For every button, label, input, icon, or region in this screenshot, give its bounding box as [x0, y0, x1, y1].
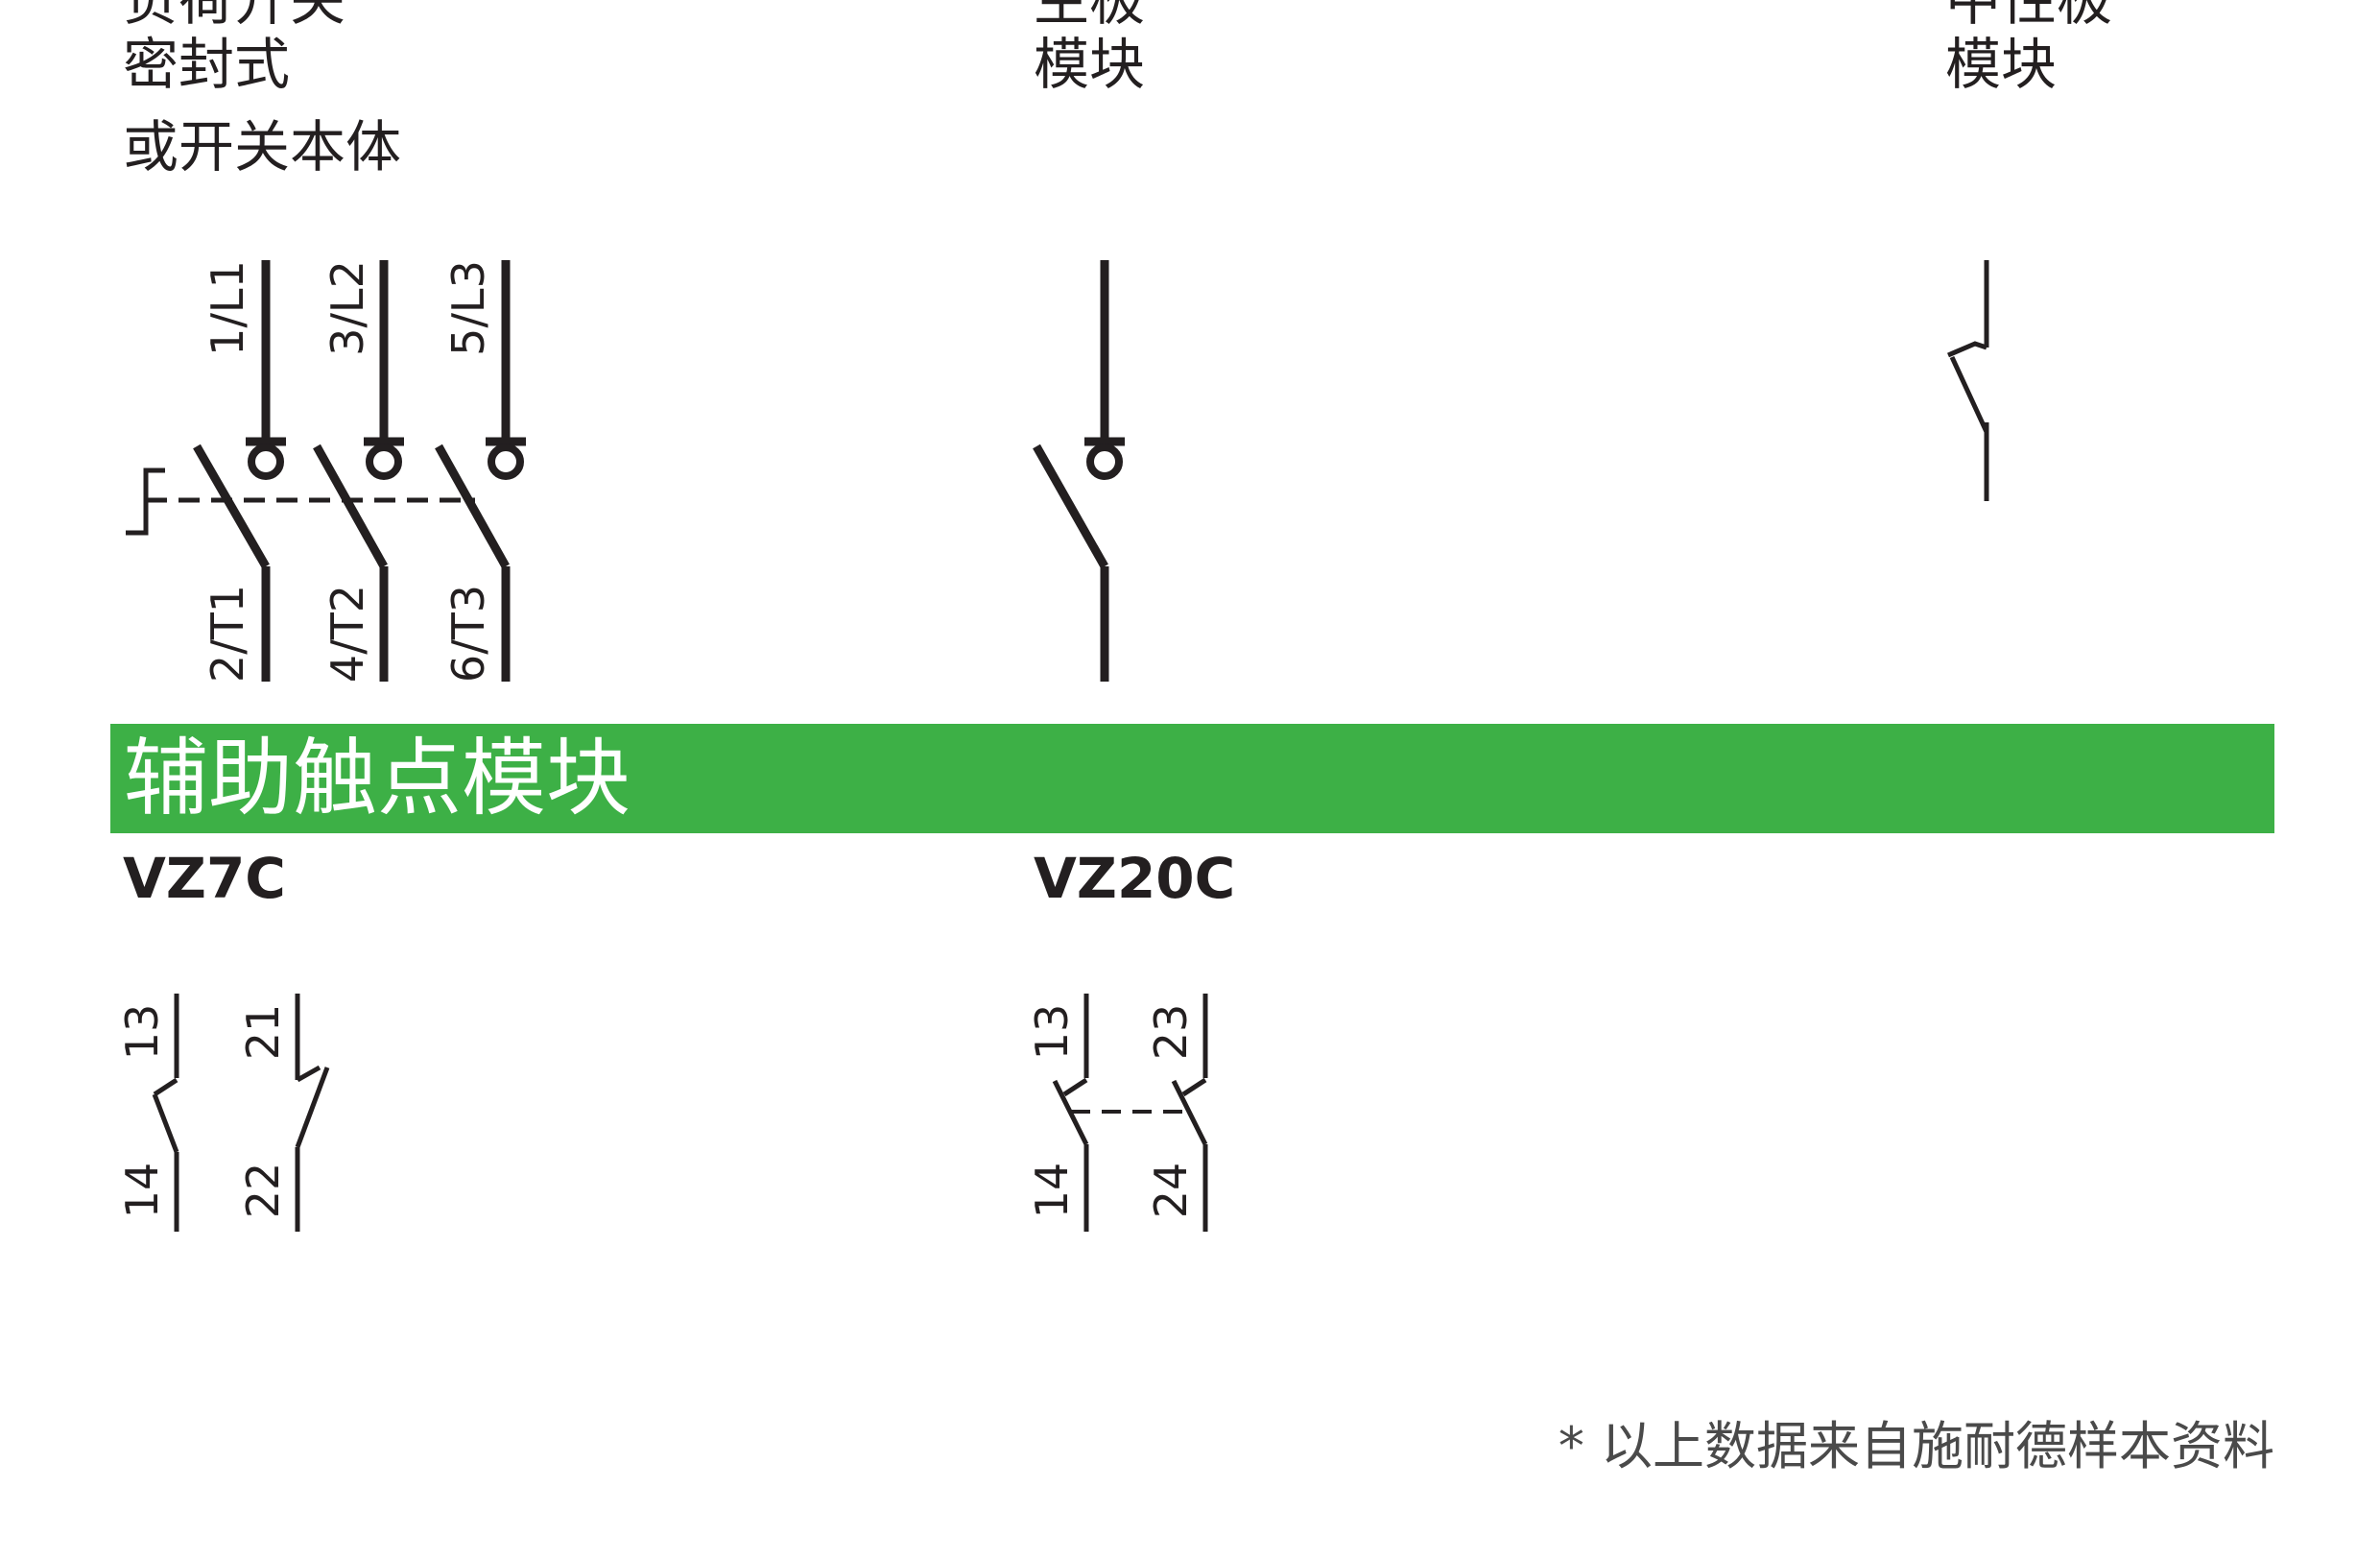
terminal-label-bottom: 6/T3	[442, 585, 494, 683]
three-pole-switch-symbol	[193, 260, 526, 682]
header-col1-line0: 负荷开关	[123, 0, 346, 33]
header-col1-line1: 密封式	[123, 32, 291, 97]
manual-operator-symbol	[126, 468, 475, 536]
model-label-vz20c: VZ20C	[1034, 846, 1236, 911]
aux-terminal-labels: 13 14 21 22 13 14 23 24	[116, 1004, 1197, 1219]
terminal-label: 14	[116, 1163, 168, 1219]
header-col2-line0: 主极	[1034, 0, 1146, 33]
header-col3-line1: 模块	[1945, 32, 2058, 97]
vz7c-contact-symbol	[152, 994, 330, 1232]
main-pole-switch-symbol	[1033, 260, 1125, 682]
section-title: 辅助触点模块	[124, 729, 631, 827]
terminal-label-bottom: 2/T1	[202, 585, 253, 683]
header-col3-line0: 中性极	[1945, 0, 2113, 33]
terminal-label-bottom: 4/T2	[321, 585, 373, 683]
main-terminal-labels: 1/L1 3/L2 5/L3 2/T1 4/T2 6/T3	[202, 260, 494, 683]
terminal-label-top: 3/L2	[321, 260, 373, 356]
terminal-label-top: 1/L1	[202, 260, 253, 356]
model-label-vz7c: VZ7C	[123, 846, 286, 911]
terminal-label: 21	[237, 1004, 289, 1061]
vz20c-contact-symbol	[1052, 994, 1208, 1232]
section-title-bar: 辅助触点模块	[110, 724, 2274, 833]
terminal-label-top: 5/L3	[442, 260, 494, 356]
terminal-label: 13	[1026, 1004, 1078, 1061]
terminal-label: 14	[1026, 1163, 1078, 1219]
terminal-label: 24	[1145, 1163, 1197, 1219]
header-col2-line1: 模块	[1034, 32, 1146, 97]
neutral-pole-switch-symbol	[1947, 260, 1989, 501]
terminal-label: 22	[237, 1163, 289, 1219]
header-col1-line2: 或开关本体	[123, 114, 402, 180]
terminal-label: 23	[1145, 1004, 1197, 1061]
terminal-label: 13	[116, 1004, 168, 1061]
source-footnote: * 以上数据来自施耐德样本资料	[1558, 1416, 2274, 1476]
